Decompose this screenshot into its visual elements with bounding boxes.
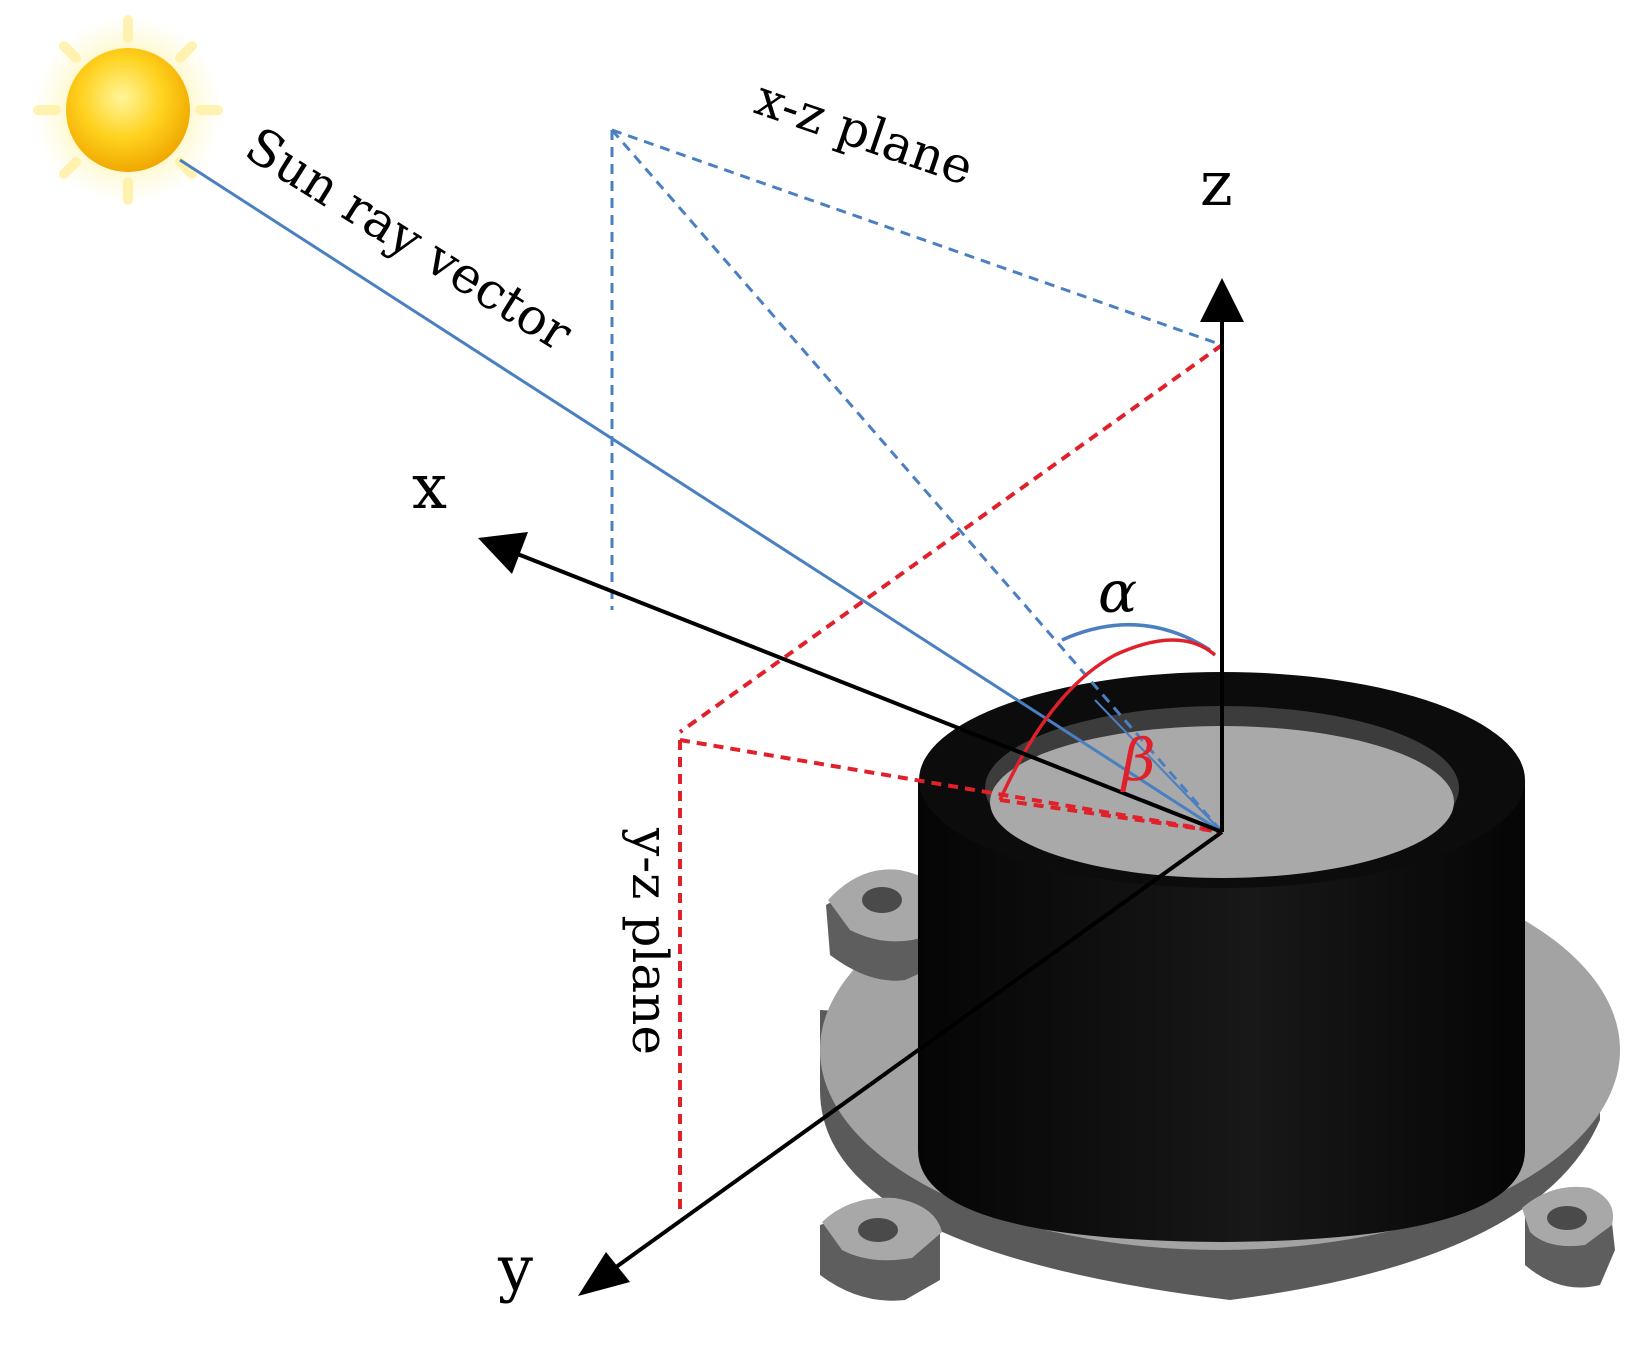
yz-plane-label: y-z plane — [621, 827, 679, 1055]
xz-plane-label: x-z plane — [748, 69, 981, 197]
axis-z-label: z — [1200, 147, 1233, 220]
alpha-angle-arc — [1061, 622, 1211, 652]
sun-icon — [33, 15, 223, 205]
axis-x-label: x — [412, 450, 447, 523]
sun-sensor-icon — [918, 672, 1525, 1242]
xz-plane-lines — [610, 128, 1224, 833]
sun-ray-vector — [179, 158, 1223, 834]
sun-ray-vector-label: Sun ray vector — [236, 116, 583, 363]
y-arrowhead — [578, 1252, 630, 1296]
y-axis — [603, 830, 1224, 1277]
axis-y-label: y — [497, 1232, 533, 1305]
x-axis — [514, 551, 1223, 834]
yz-plane-lines — [678, 343, 1224, 1215]
axis-arrowheads — [478, 278, 1244, 1296]
beta-label: β — [1120, 726, 1156, 794]
coordinate-axes — [514, 315, 1224, 1277]
beta-angle-arc — [998, 638, 1217, 801]
x-arrowhead — [478, 532, 528, 574]
z-arrowhead — [1200, 278, 1244, 322]
alpha-label: α — [1098, 558, 1137, 626]
